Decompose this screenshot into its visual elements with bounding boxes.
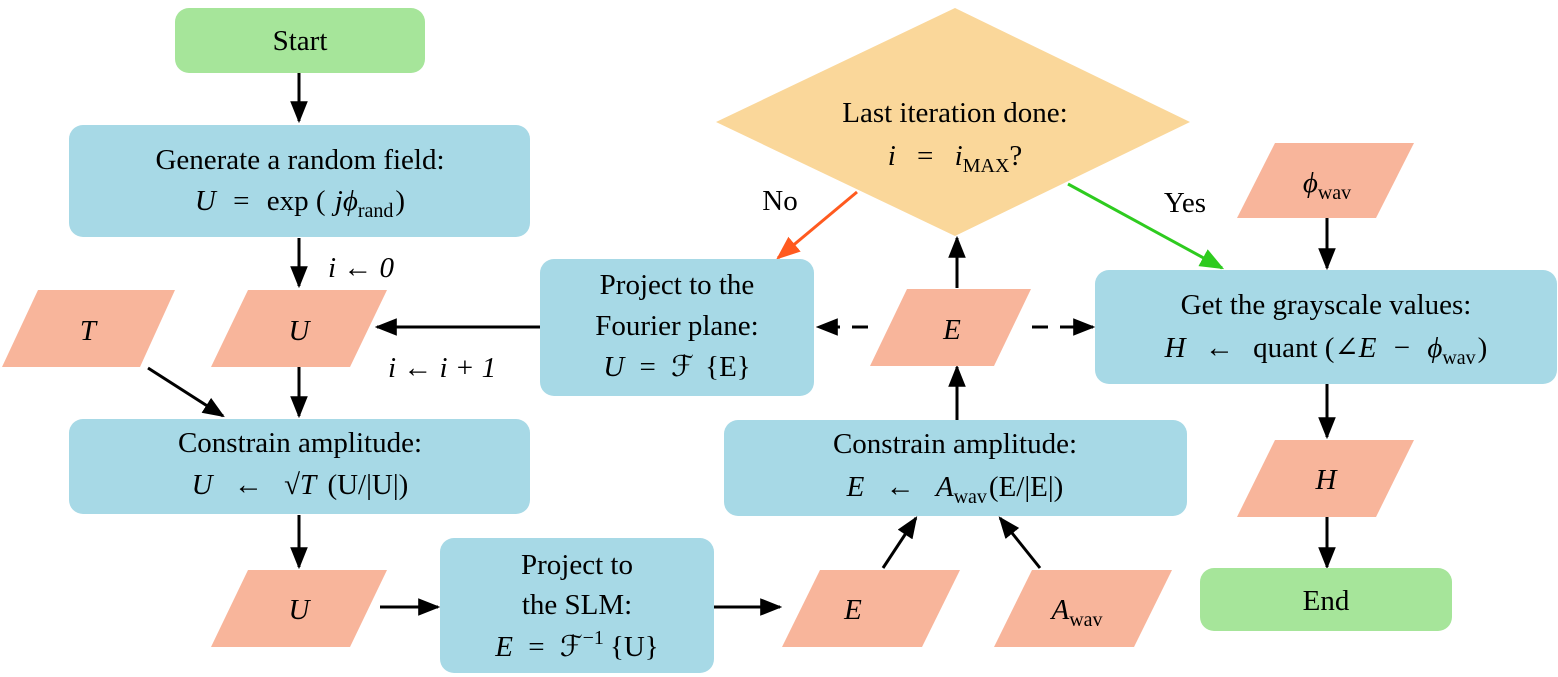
project-fourier-line1: Project to the [600,269,755,301]
project-slm-line2: the SLM: [522,589,632,621]
edge-decision-no [776,190,858,260]
grayscale-title: Get the grayscale values: [1181,289,1472,321]
decision-formula: i = iMAX? [888,140,1023,177]
project-fourier-formula: U = ℱ {E} [603,351,750,383]
h-label: H [1315,464,1339,496]
constrain-right-title: Constrain amplitude: [833,428,1077,460]
e-mid-data-node: E [870,289,1031,366]
edge-decision-yes [1067,182,1225,270]
h-data-node: H [1237,440,1414,517]
project-slm-formula: E = ℱ−1{U} [494,627,658,663]
constrain-amplitude-left-node: Constrain amplitude: U ← √T (U/|U|) [69,419,530,514]
constrain-left-title: Constrain amplitude: [178,427,422,459]
decision-node: Last iteration done: i = iMAX? [716,8,1190,236]
e-mid-label: E [942,314,961,346]
t-input-data-node: T [2,290,175,367]
grayscale-node: Get the grayscale values: H ← quant (∠E … [1095,270,1557,384]
a-wav-data-node: Awav [994,570,1172,647]
edge-label-init: i ← 0 [328,252,395,284]
edge-awav-to-constrain-right [998,516,1042,569]
t-input-label: T [80,315,98,347]
grayscale-formula: H ← quant (∠E − ϕwav) [1164,332,1488,369]
generate-field-node: Generate a random field: U = exp ( jϕran… [69,125,530,237]
edge-e-to-constrain-right [881,516,918,569]
end-node: End [1200,568,1452,631]
edge-label-yes: Yes [1164,187,1206,219]
start-node: Start [175,8,425,73]
project-slm-line1: Project to [521,549,633,581]
generate-field-formula: U = exp ( jϕrand) [195,185,405,222]
end-label: End [1303,585,1350,617]
generate-field-title: Generate a random field: [155,144,444,176]
constrain-left-formula: U ← √T (U/|U|) [192,469,409,501]
start-label: Start [273,25,328,57]
constrain-right-formula: E ← Awav(E/|E|) [846,471,1064,508]
edge-label-no: No [762,185,797,217]
phi-wav-data-node: ϕwav [1237,143,1414,218]
project-slm-node: Project to the SLM: E = ℱ−1{U} [440,538,714,673]
u-bottom-data-node: U [211,570,387,647]
u-bottom-label: U [289,594,312,626]
phi-wav-label: ϕwav [1303,167,1351,204]
a-wav-label: Awav [1049,594,1102,631]
e-bottom-label: E [843,594,862,626]
decision-title: Last iteration done: [842,97,1068,129]
project-fourier-node: Project to the Fourier plane: U = ℱ {E} [540,259,814,396]
u-top-label: U [289,315,312,347]
u-top-data-node: U [211,290,387,367]
project-fourier-line2: Fourier plane: [595,310,758,342]
constrain-amplitude-right-node: Constrain amplitude: E ← Awav(E/|E|) [724,420,1187,516]
edge-t-to-constrain [147,366,225,418]
e-bottom-data-node: E [782,570,960,647]
edge-label-increment: i ← i + 1 [388,352,496,384]
